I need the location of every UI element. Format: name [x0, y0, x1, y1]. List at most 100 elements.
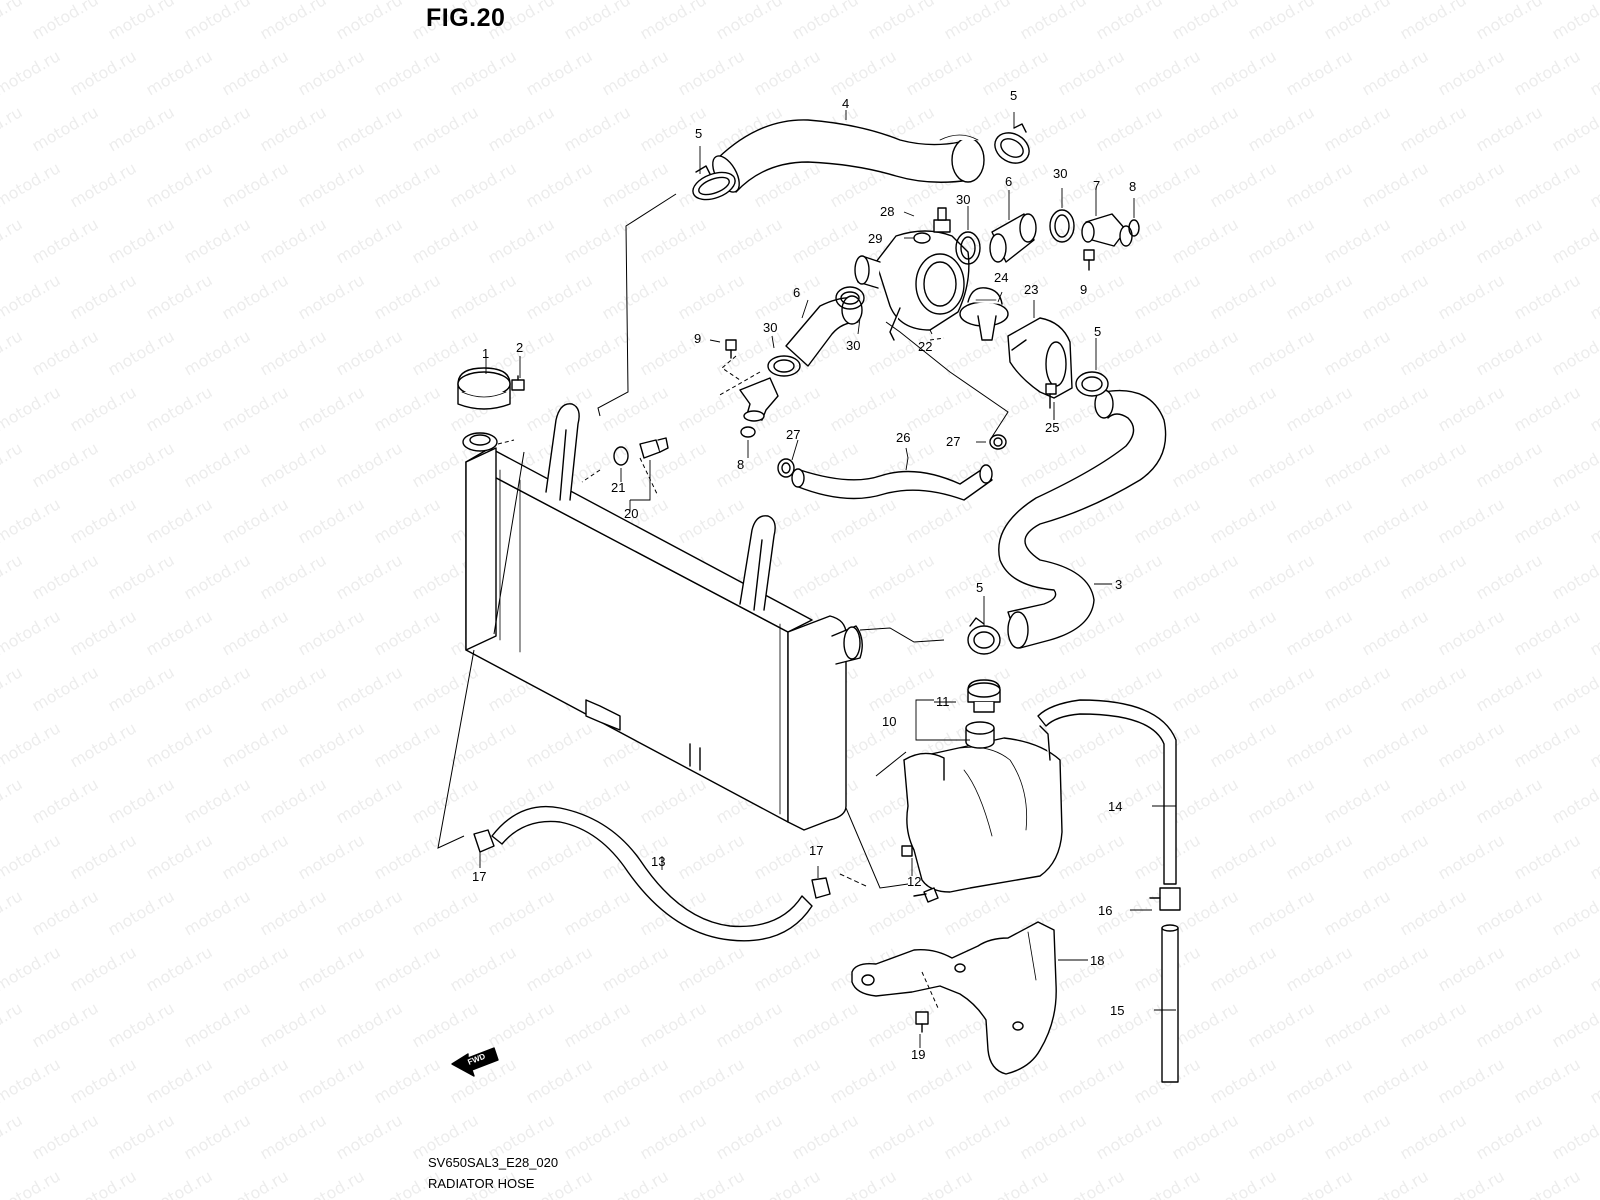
watermark-text: motod.ru	[1587, 942, 1600, 995]
callout-2: 2	[516, 340, 523, 355]
watermark-text: motod.ru	[295, 1166, 368, 1200]
watermark-text: motod.ru	[1093, 0, 1166, 43]
watermark-text: motod.ru	[1055, 1054, 1128, 1107]
watermark-text: motod.ru	[0, 0, 26, 43]
watermark-text: motod.ru	[485, 998, 558, 1051]
watermark-text: motod.ru	[1207, 382, 1280, 435]
watermark-text: motod.ru	[865, 0, 938, 43]
radiator-right-tank	[787, 615, 847, 831]
bolt-9-top	[1083, 249, 1095, 271]
watermark-text: motod.ru	[1245, 550, 1318, 603]
watermark-text: motod.ru	[1207, 494, 1280, 547]
watermark-text: motod.ru	[599, 1054, 672, 1107]
watermark-text: motod.ru	[1169, 0, 1242, 43]
watermark-text: motod.ru	[0, 1166, 64, 1200]
watermark-text: motod.ru	[523, 718, 596, 771]
watermark-text: motod.ru	[1397, 886, 1470, 939]
reservoir-bolt	[913, 887, 939, 903]
watermark-text: motod.ru	[637, 1110, 710, 1163]
radiator	[462, 403, 863, 831]
watermark-text: motod.ru	[257, 326, 330, 379]
watermark-text: motod.ru	[1549, 998, 1600, 1051]
watermark-text: motod.ru	[1283, 830, 1356, 883]
watermark-text: motod.ru	[295, 718, 368, 771]
watermark-text: motod.ru	[1587, 718, 1600, 771]
cap-screw	[511, 375, 525, 391]
watermark-text: motod.ru	[67, 46, 140, 99]
watermark-text: motod.ru	[1359, 46, 1432, 99]
watermark-text: motod.ru	[637, 0, 710, 43]
watermark-text: motod.ru	[0, 1054, 64, 1107]
clamp-5-right	[1075, 371, 1109, 397]
watermark-text: motod.ru	[0, 1110, 26, 1163]
watermark-text: motod.ru	[789, 214, 862, 267]
watermark-text: motod.ru	[1511, 158, 1584, 211]
watermark-text: motod.ru	[333, 102, 406, 155]
watermark-text: motod.ru	[1511, 718, 1584, 771]
watermark-text: motod.ru	[1321, 998, 1394, 1051]
elbow-pipe	[739, 377, 779, 422]
bypass-hose	[791, 464, 993, 501]
watermark-text: motod.ru	[1511, 46, 1584, 99]
watermark-text: motod.ru	[1207, 606, 1280, 659]
watermark-text: motod.ru	[105, 886, 178, 939]
watermark-text: motod.ru	[1549, 326, 1600, 379]
watermark-text: motod.ru	[1093, 102, 1166, 155]
watermark-text: motod.ru	[979, 158, 1052, 211]
callout-5-a: 5	[695, 126, 702, 141]
callout-26: 26	[896, 430, 910, 445]
callout-13: 13	[651, 854, 665, 869]
watermark-text: motod.ru	[941, 0, 1014, 43]
watermark-text: motod.ru	[1549, 774, 1600, 827]
clamp-27-left	[777, 458, 795, 478]
watermark-text: motod.ru	[751, 1054, 824, 1107]
watermark-text: motod.ru	[143, 1166, 216, 1200]
watermark-text: motod.ru	[333, 0, 406, 43]
watermark-text: motod.ru	[1511, 1054, 1584, 1107]
watermark-text: motod.ru	[523, 942, 596, 995]
radiator-cap	[457, 367, 511, 410]
watermark-text: motod.ru	[1283, 718, 1356, 771]
watermark-text: motod.ru	[0, 494, 64, 547]
watermark-text: motod.ru	[371, 270, 444, 323]
watermark-text: motod.ru	[181, 662, 254, 715]
watermark-text: motod.ru	[29, 438, 102, 491]
watermark-text: motod.ru	[1321, 214, 1394, 267]
watermark-text: motod.ru	[1207, 1166, 1280, 1200]
watermark-text: motod.ru	[257, 886, 330, 939]
reservoir-screw	[901, 845, 913, 857]
watermark-text: motod.ru	[143, 270, 216, 323]
callout-11: 11	[936, 694, 950, 709]
watermark-text: motod.ru	[0, 606, 64, 659]
thermostat	[959, 287, 1009, 341]
watermark-text: motod.ru	[561, 326, 634, 379]
callout-15: 15	[1110, 1003, 1124, 1018]
watermark-text: motod.ru	[1321, 662, 1394, 715]
watermark-text: motod.ru	[219, 1166, 292, 1200]
watermark-text: motod.ru	[371, 942, 444, 995]
callout-3: 3	[1115, 577, 1122, 592]
callout-5-d: 5	[976, 580, 983, 595]
watermark-text: motod.ru	[1435, 830, 1508, 883]
callout-6-b: 6	[793, 285, 800, 300]
watermark-text: motod.ru	[29, 886, 102, 939]
watermark-text: motod.ru	[371, 718, 444, 771]
watermark-text: motod.ru	[1169, 1110, 1242, 1163]
watermark-text: motod.ru	[1283, 606, 1356, 659]
watermark-text: motod.ru	[827, 1166, 900, 1200]
watermark-text: motod.ru	[637, 214, 710, 267]
watermark-text: motod.ru	[1511, 494, 1584, 547]
watermark-text: motod.ru	[1549, 438, 1600, 491]
callout-30-c: 30	[846, 338, 860, 353]
watermark-text: motod.ru	[333, 998, 406, 1051]
watermark-text: motod.ru	[1283, 46, 1356, 99]
watermark-text: motod.ru	[409, 998, 482, 1051]
watermark-text: motod.ru	[67, 270, 140, 323]
watermark-text: motod.ru	[29, 774, 102, 827]
watermark-text: motod.ru	[1207, 942, 1280, 995]
watermark-text: motod.ru	[181, 886, 254, 939]
watermark-text: motod.ru	[333, 326, 406, 379]
watermark-text: motod.ru	[181, 102, 254, 155]
clamp-upper-right	[994, 123, 1030, 164]
